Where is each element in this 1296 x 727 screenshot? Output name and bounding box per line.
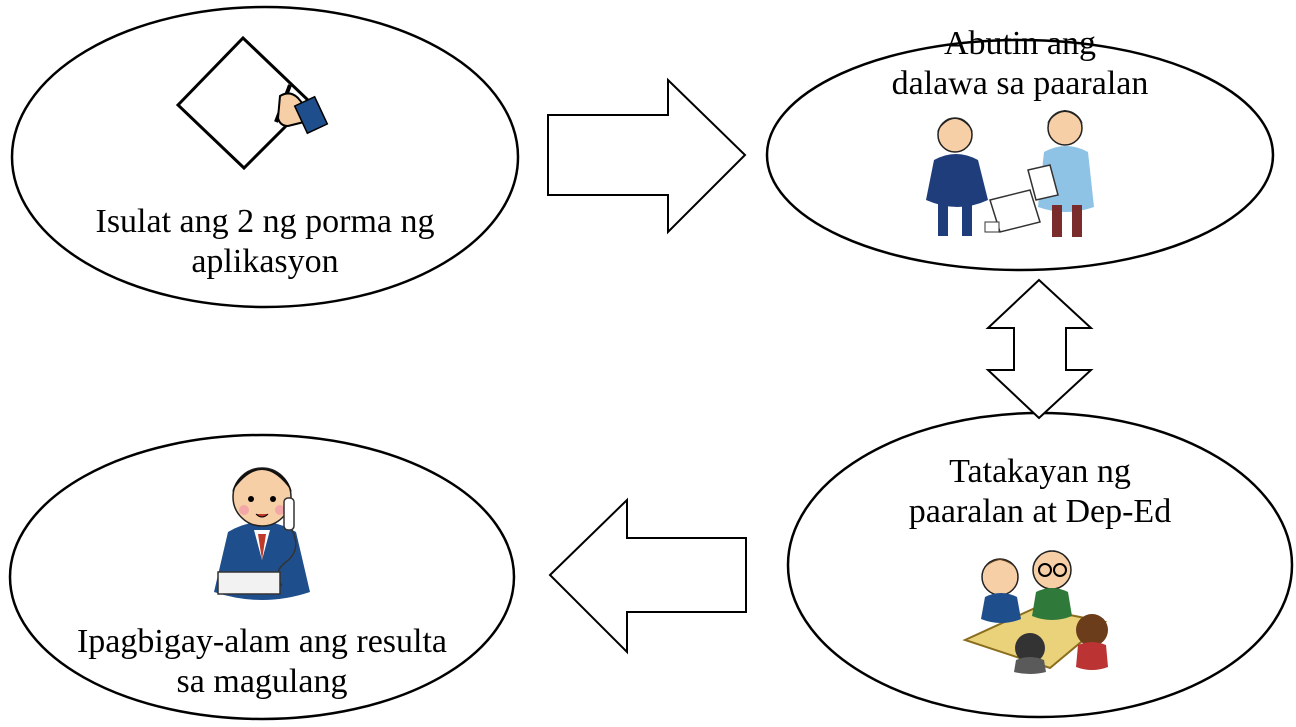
handing-documents-icon [926, 110, 1094, 237]
step-submit-label: Abutin ang dalawa sa paaralan [770, 24, 1270, 104]
phone-call-icon [214, 467, 310, 600]
arrow-right [547, 77, 747, 235]
step-notify-label: Ipagbigay-alam ang resulta sa magulang [12, 622, 512, 702]
writing-hand-icon [175, 35, 329, 171]
step-notify-line2: sa magulang [176, 663, 348, 700]
step-write-line2: aplikasyon [191, 243, 339, 280]
step-write-line1: Isulat ang 2 ng porma ng [95, 203, 435, 240]
step-submit-ellipse [765, 38, 1275, 272]
step-stamp-line2: paaralan at Dep-Ed [908, 493, 1172, 530]
step-notify-line1: Ipagbigay-alam ang resulta [76, 623, 448, 660]
step-write-label: Isulat ang 2 ng porma ng aplikasyon [15, 202, 515, 282]
arrow-up-down [985, 278, 1094, 420]
arrow-left [548, 497, 747, 655]
step-submit-line1: Abutin ang [943, 25, 1097, 62]
step-submit-line2: dalawa sa paaralan [891, 65, 1149, 102]
step-write-ellipse [10, 5, 520, 309]
step-stamp-line1: Tatakayan ng [949, 453, 1131, 490]
meeting-table-icon [962, 550, 1108, 674]
step-stamp-label: Tatakayan ng paaralan at Dep-Ed [790, 452, 1290, 532]
